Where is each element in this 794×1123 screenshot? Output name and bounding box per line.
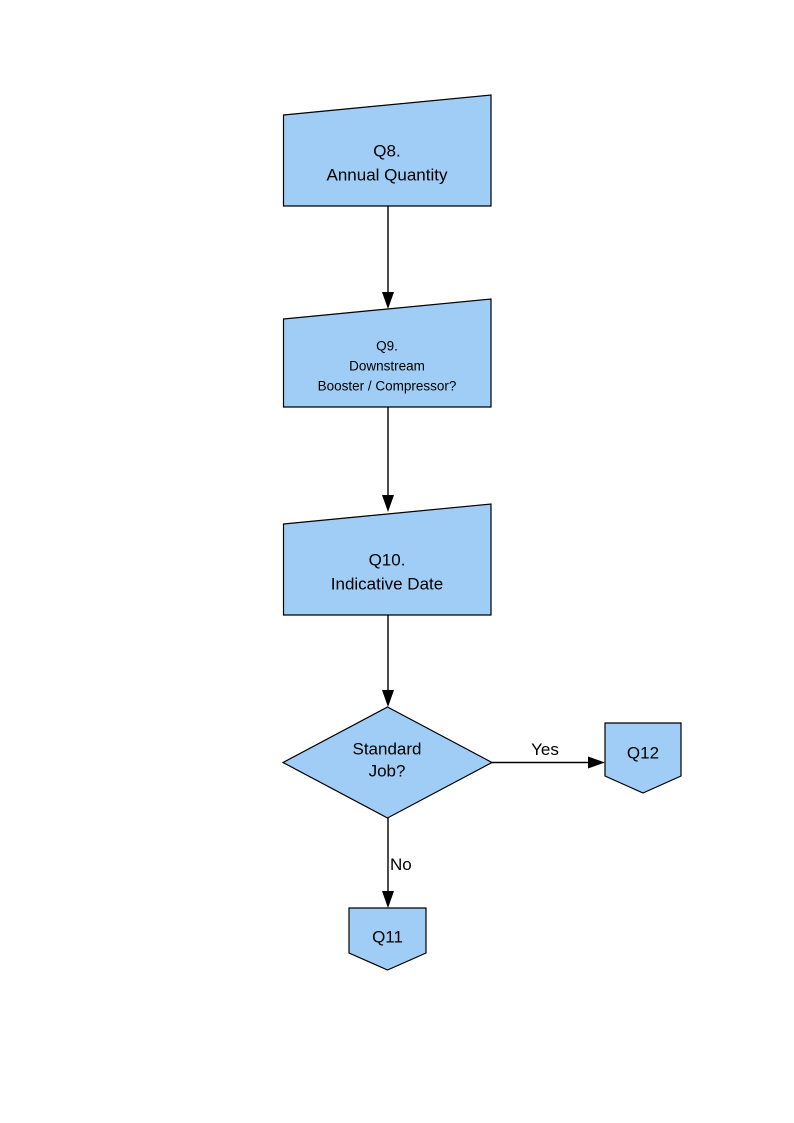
- edge-q10-decision-arrowhead-icon: [382, 690, 394, 707]
- edge-decision-q11: No: [382, 818, 412, 908]
- q8-label-line2: Annual Quantity: [327, 165, 448, 184]
- edge-q10-decision: [382, 615, 394, 707]
- node-q10[interactable]: Q10. Indicative Date: [282, 503, 492, 616]
- decision-label-line2: Job?: [369, 761, 406, 780]
- node-decision-standard-job[interactable]: Standard Job?: [281, 706, 494, 819]
- q10-label-line2: Indicative Date: [331, 574, 443, 593]
- decision-label-line1: Standard: [353, 739, 422, 758]
- edge-q9-q10: [382, 407, 394, 512]
- q12-shape: [604, 722, 682, 794]
- node-q12[interactable]: Q12: [604, 722, 682, 794]
- q9-label-line1: Q9.: [376, 339, 398, 354]
- q9-shape: [282, 298, 492, 408]
- q9-label-line3: Booster / Compressor?: [318, 379, 457, 394]
- q11-label: Q11: [372, 927, 403, 946]
- edge-decision-q11-arrowhead-icon: [382, 891, 394, 908]
- q11-shape: [348, 907, 427, 971]
- node-q8[interactable]: Q8. Annual Quantity: [282, 94, 492, 207]
- q8-label-line1: Q8.: [373, 141, 400, 160]
- edge-label-yes: Yes: [531, 740, 559, 759]
- edge-q8-q9: [382, 206, 394, 309]
- node-q11[interactable]: Q11: [348, 907, 427, 971]
- q8-shape: [282, 94, 492, 207]
- q10-label-line1: Q10.: [369, 550, 406, 569]
- q12-label: Q12: [627, 743, 659, 762]
- edge-q9-q10-arrowhead-icon: [382, 495, 394, 512]
- edge-label-no: No: [390, 855, 412, 874]
- q10-shape: [282, 503, 492, 616]
- edge-q8-q9-arrowhead-icon: [382, 292, 394, 309]
- edge-decision-q12-arrowhead-icon: [588, 756, 605, 769]
- edge-decision-q12: Yes: [492, 740, 605, 769]
- q9-label-line2: Downstream: [349, 359, 425, 374]
- node-q9[interactable]: Q9. Downstream Booster / Compressor?: [282, 298, 492, 408]
